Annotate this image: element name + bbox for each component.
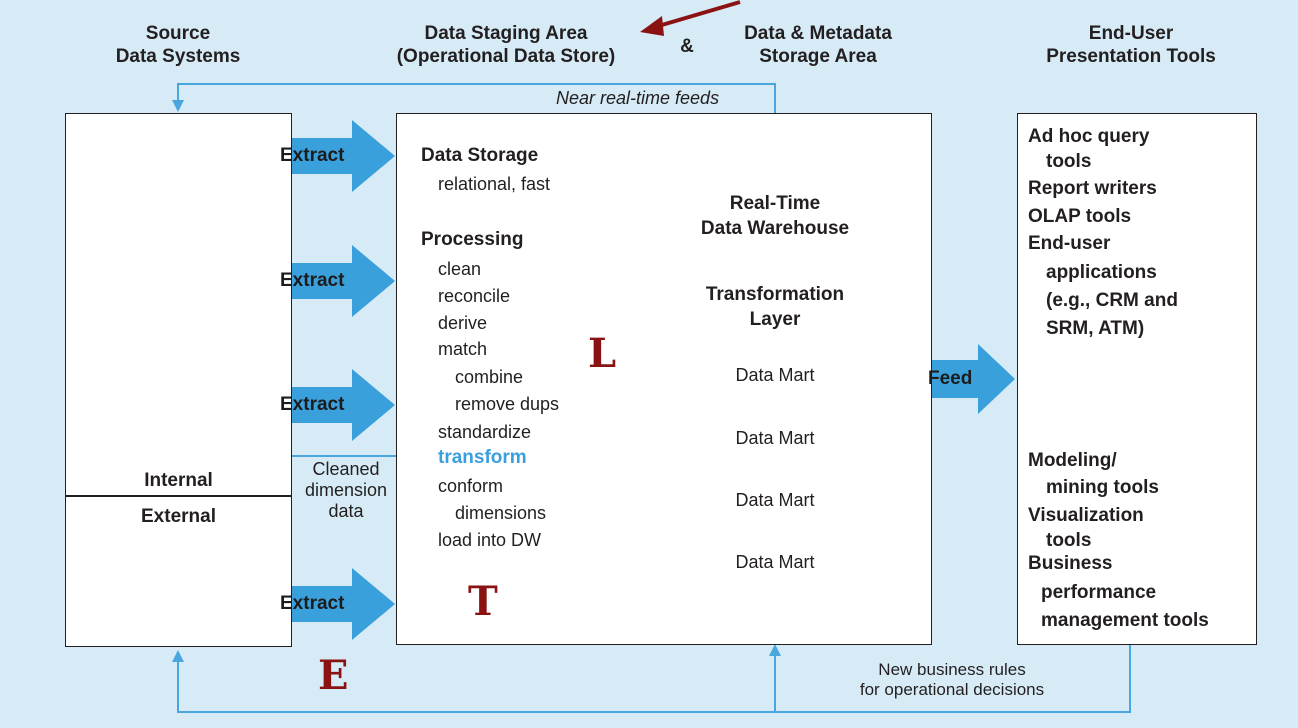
header-enduser-line2: Presentation Tools (1046, 46, 1216, 67)
data-storage-title: Data Storage (421, 145, 539, 166)
header-enduser: End-User Presentation Tools (1020, 22, 1242, 68)
extract-label-1: Extract (280, 145, 345, 166)
internal-label: Internal (144, 470, 213, 491)
tool-business-line3: management tools (1041, 610, 1209, 631)
new-rules-feedback-line (172, 644, 1131, 713)
external-label: External (141, 506, 216, 527)
new-business-rules-label: New business rules for operational decis… (812, 660, 1092, 700)
header-source-line2: Data Systems (115, 46, 241, 67)
step-remove-dups: remove dups (455, 394, 560, 414)
new-rules-line1: New business rules (878, 660, 1026, 679)
staging-storage-box (396, 113, 932, 645)
data-mart-1: Data Mart (735, 365, 815, 385)
header-source: Source Data Systems (95, 22, 261, 68)
tool-modeling-line1: Modeling/ (1028, 450, 1117, 471)
header-staging: Data Staging Area (Operational Data Stor… (368, 22, 644, 68)
header-storage-line1: Data & Metadata (744, 23, 892, 44)
header-storage: Data & Metadata Storage Area (718, 22, 918, 68)
layer-line2: Layer (749, 309, 801, 330)
etl-letter-l: L (588, 330, 617, 377)
step-load-into-dw: load into DW (438, 530, 542, 550)
step-transform: transform (438, 447, 527, 468)
step-combine: combine (455, 367, 524, 387)
step-match: match (438, 339, 488, 359)
tool-enduser-line3: (e.g., CRM and (1046, 290, 1178, 311)
tool-enduser-line4: SRM, ATM) (1046, 318, 1145, 339)
header-source-line1: Source (145, 23, 211, 44)
step-reconcile: reconcile (438, 286, 511, 306)
tool-business-line1: Business (1028, 553, 1113, 574)
extract-label-3: Extract (280, 394, 345, 415)
header-enduser-line1: End-User (1088, 23, 1174, 44)
etl-letter-e: E (318, 652, 349, 699)
cleaned-line1: Cleaned (312, 459, 380, 479)
step-clean: clean (438, 259, 482, 279)
transformation-layer-label: Transformation Layer (675, 282, 875, 332)
header-staging-line2: (Operational Data Store) (396, 46, 616, 67)
feed-arrow (913, 344, 1015, 414)
data-storage-desc: relational, fast (438, 174, 551, 194)
extract-arrows (258, 120, 395, 640)
tool-modeling-line2: mining tools (1046, 477, 1159, 498)
header-ampersand: & (680, 36, 694, 57)
pointer-arrow (640, 0, 741, 36)
new-rules-line2: for operational decisions (859, 680, 1045, 699)
tool-enduser-line2: applications (1046, 262, 1157, 283)
data-mart-2: Data Mart (735, 428, 815, 448)
header-storage-line2: Storage Area (759, 46, 877, 67)
step-standardize: standardize (438, 422, 532, 442)
etl-letter-t: T (468, 578, 498, 625)
enduser-tools-box (1017, 113, 1257, 645)
internal-external-divider (65, 495, 292, 497)
cleaned-dimension-data-label: Cleaned dimension data (294, 459, 398, 522)
extract-label-4: Extract (280, 593, 345, 614)
source-systems-box (65, 113, 292, 647)
cleaned-line3: data (328, 501, 364, 521)
tool-report-writers: Report writers (1028, 178, 1157, 199)
tool-visualization-line1: Visualization (1028, 505, 1144, 526)
layer-line1: Transformation (705, 284, 845, 305)
step-conform: conform (438, 476, 504, 496)
feed-label: Feed (928, 368, 973, 389)
step-derive: derive (438, 313, 488, 333)
warehouse-title-line1: Real-Time (729, 193, 821, 214)
extract-label-2: Extract (280, 270, 345, 291)
near-realtime-feeds-label: Near real-time feeds (556, 88, 720, 108)
tool-adhoc-line2: tools (1046, 151, 1092, 172)
tool-enduser-line1: End-user (1028, 233, 1111, 254)
warehouse-title: Real-Time Data Warehouse (675, 191, 875, 241)
header-staging-line1: Data Staging Area (424, 23, 588, 44)
tool-olap: OLAP tools (1028, 206, 1132, 227)
step-dimensions: dimensions (455, 503, 547, 523)
processing-title: Processing (421, 229, 524, 250)
data-mart-3: Data Mart (735, 490, 815, 510)
tool-adhoc-line1: Ad hoc query (1028, 126, 1150, 147)
data-mart-4: Data Mart (735, 552, 815, 572)
warehouse-title-line2: Data Warehouse (700, 218, 850, 239)
cleaned-line2: dimension (304, 480, 388, 500)
tool-visualization-line2: tools (1046, 530, 1092, 551)
tool-business-line2: performance (1041, 582, 1157, 603)
